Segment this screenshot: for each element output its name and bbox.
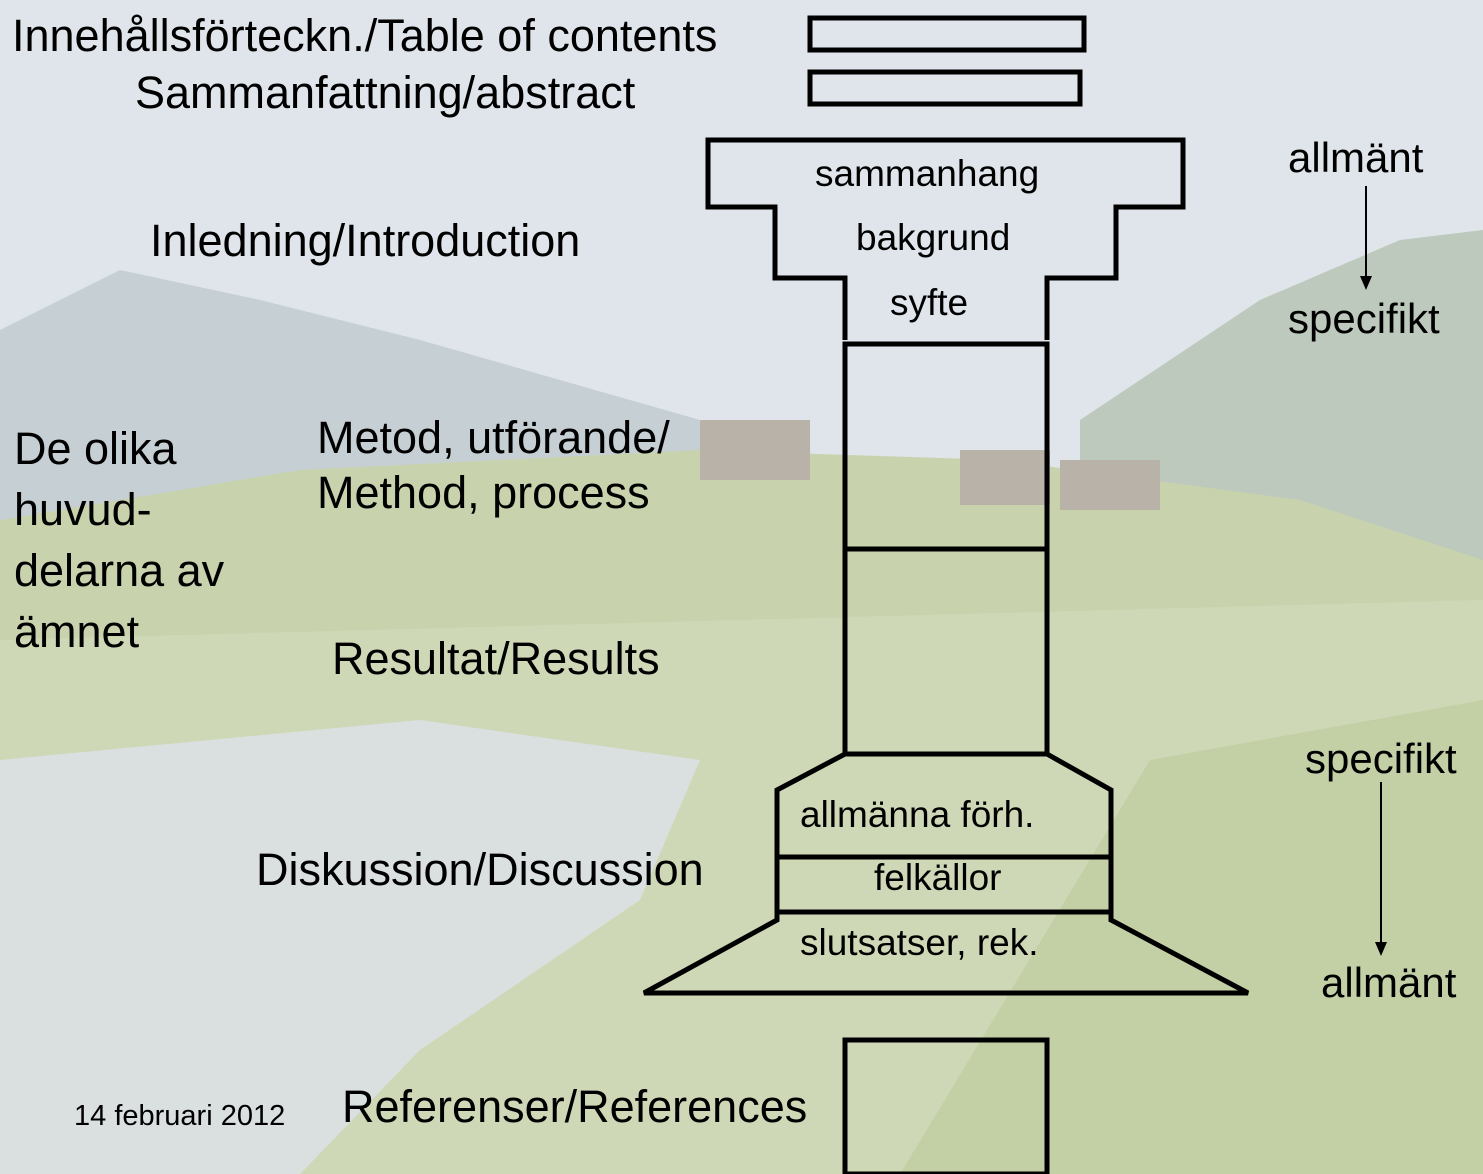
intro-part-context: sammanhang: [815, 153, 1040, 194]
discussion-part-error-sources: felkällor: [874, 857, 1002, 898]
intro-capital-outline: [705, 137, 1186, 340]
flow-bottom-from: specifikt: [1305, 735, 1457, 782]
intro-part-background: bakgrund: [856, 217, 1011, 258]
flow-bottom-to: allmänt: [1321, 959, 1457, 1006]
toc-box: [807, 15, 1087, 53]
references-label: Referenser/References: [342, 1081, 808, 1132]
discussion-label: Diskussion/Discussion: [256, 844, 704, 895]
intro-part-purpose: syfte: [890, 282, 969, 323]
flow-bottom-arrowhead-icon: [1375, 942, 1387, 956]
results-label: Resultat/Results: [332, 633, 660, 684]
toc-label: Innehållsförteckn./Table of contents: [12, 10, 718, 61]
side-caption-line: ämnet: [14, 606, 140, 657]
slide-date: 14 februari 2012: [74, 1100, 286, 1132]
discussion-part-conclusions: slutsatser, rek.: [800, 922, 1039, 963]
discussion-part-general: allmänna förh.: [800, 794, 1035, 835]
side-caption-line: delarna av: [14, 545, 225, 596]
flow-top-arrowhead-icon: [1360, 276, 1372, 290]
method-label-line2: Method, process: [317, 467, 650, 518]
river: [0, 720, 700, 1174]
introduction-label: Inledning/Introduction: [150, 215, 581, 266]
side-caption: De olika huvud- delarna av ämnet: [14, 418, 224, 662]
houses: [700, 420, 1160, 510]
side-caption-line: huvud-: [14, 484, 152, 535]
abstract-label: Sammanfattning/abstract: [135, 67, 636, 118]
references-box: [842, 1037, 1050, 1174]
side-caption-line: De olika: [14, 423, 177, 474]
abstract-box: [807, 69, 1083, 107]
flow-top-to: specifikt: [1288, 295, 1440, 342]
discussion-base-outline: [642, 751, 1250, 996]
method-label-line1: Metod, utförande/: [317, 412, 670, 463]
flow-top-from: allmänt: [1288, 134, 1424, 181]
